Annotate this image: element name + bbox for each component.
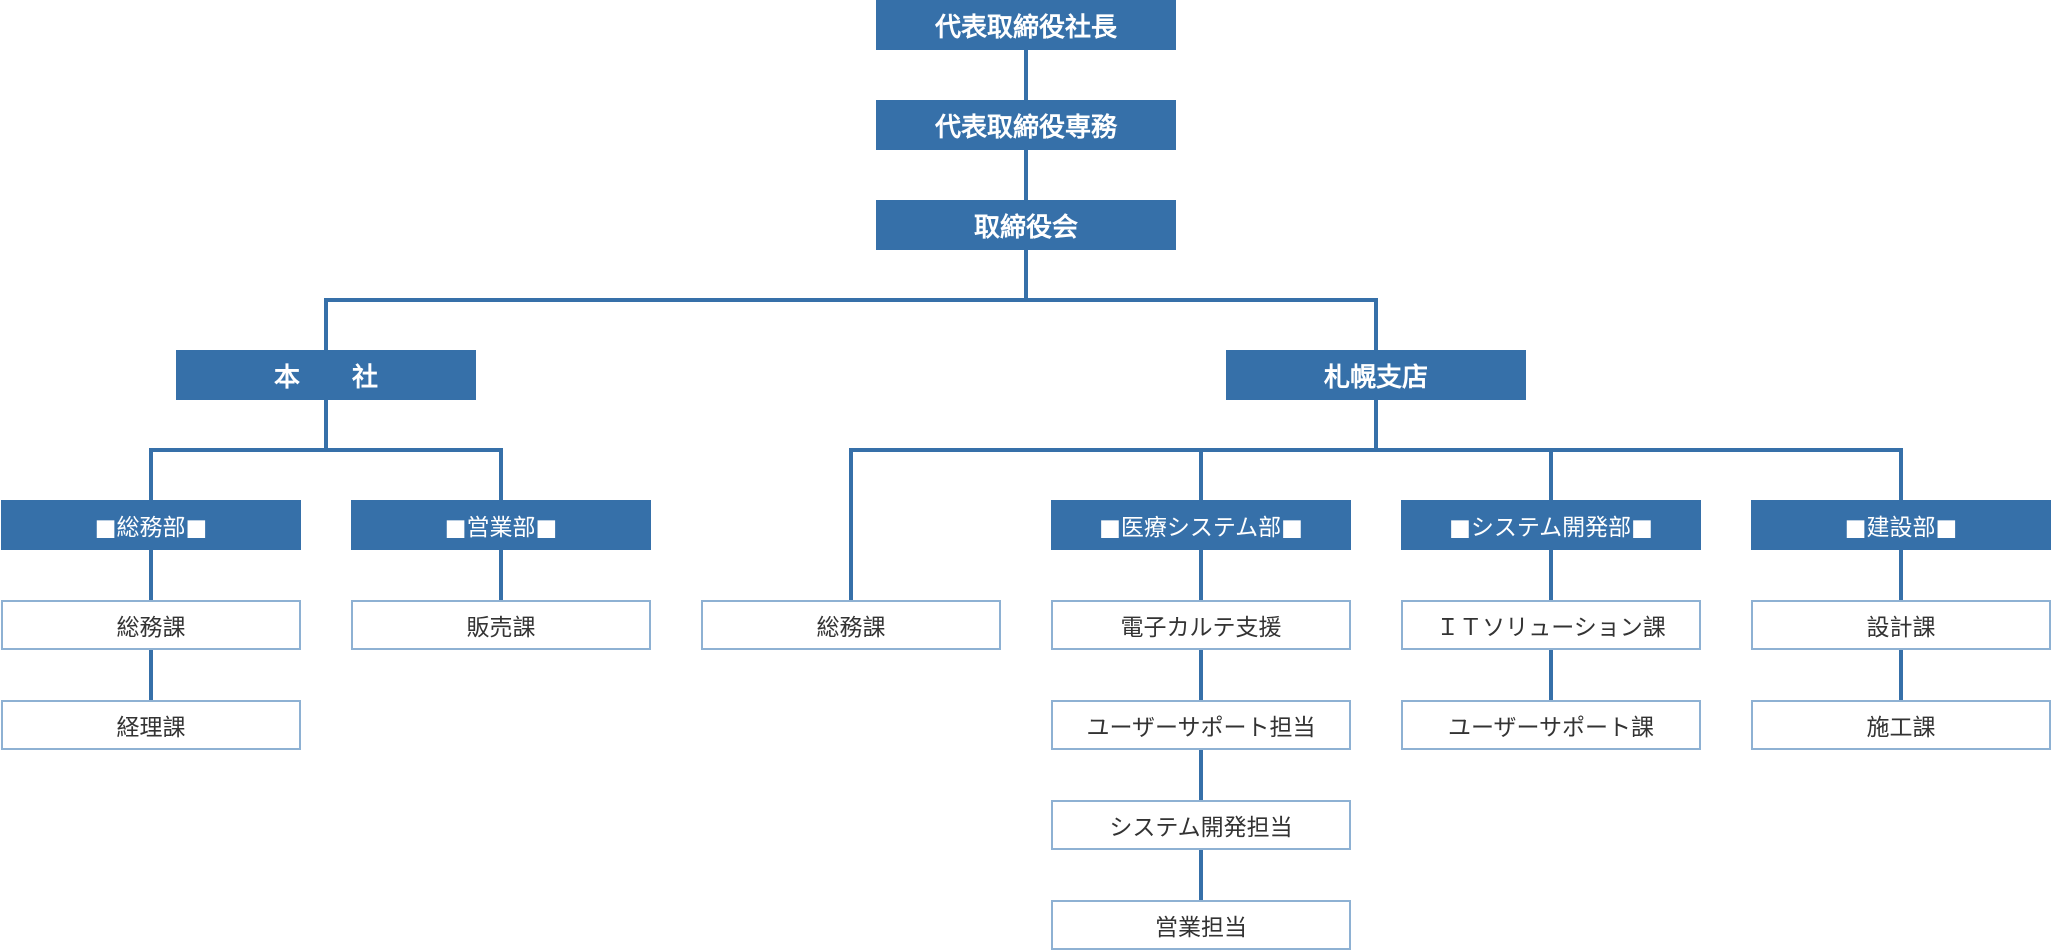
section-box: システム開発担当 <box>1051 800 1351 850</box>
connector-line <box>324 298 1378 350</box>
section-box: 施工課 <box>1751 700 2051 750</box>
hq-sales-dept-box: ■営業部■ <box>351 500 651 550</box>
section-label: 総務課 <box>116 615 186 641</box>
dept-label: ■システム開発部■ <box>1449 515 1653 541</box>
sapporo-branch-label: 札幌支店 <box>1323 362 1428 393</box>
dept-label: ■営業部■ <box>444 515 558 541</box>
board-box: 取締役会 <box>876 200 1176 250</box>
section-label: ユーザーサポート課 <box>1447 715 1655 741</box>
section-box: 営業担当 <box>1051 900 1351 950</box>
section-label: 施工課 <box>1866 715 1936 741</box>
section-box: ユーザーサポート課 <box>1401 700 1701 750</box>
section-label: システム開発担当 <box>1109 815 1293 841</box>
section-label: ユーザーサポート担当 <box>1086 715 1316 741</box>
dept-label: ■医療システム部■ <box>1099 515 1303 541</box>
connector-line <box>849 448 1903 600</box>
section-box: 電子カルテ支援 <box>1051 600 1351 650</box>
section-box: ＩＴソリューション課 <box>1401 600 1701 650</box>
president-label: 代表取締役社長 <box>934 12 1117 43</box>
headquarters-box: 本 社 <box>176 350 476 400</box>
dept-label: ■総務部■ <box>94 515 208 541</box>
section-label: 営業担当 <box>1155 915 1247 941</box>
headquarters-label: 本 社 <box>273 362 378 393</box>
construction-dept-box: ■建設部■ <box>1751 500 2051 550</box>
section-label: 総務課 <box>816 615 886 641</box>
section-label: ＩＴソリューション課 <box>1436 615 1666 641</box>
hq-general-affairs-dept-box: ■総務部■ <box>1 500 301 550</box>
section-label: 経理課 <box>116 715 186 741</box>
section-label: 設計課 <box>1866 615 1936 641</box>
section-box: ユーザーサポート担当 <box>1051 700 1351 750</box>
section-box: 販売課 <box>351 600 651 650</box>
sapporo-branch-box: 札幌支店 <box>1226 350 1526 400</box>
medical-system-dept-box: ■医療システム部■ <box>1051 500 1351 550</box>
section-box: 設計課 <box>1751 600 2051 650</box>
system-dev-dept-box: ■システム開発部■ <box>1401 500 1701 550</box>
section-box: 総務課 <box>701 600 1001 650</box>
section-box: 経理課 <box>1 700 301 750</box>
managing-director-box: 代表取締役専務 <box>876 100 1176 150</box>
managing-director-label: 代表取締役専務 <box>934 112 1117 143</box>
section-label: 電子カルテ支援 <box>1120 615 1282 641</box>
board-label: 取締役会 <box>973 212 1078 243</box>
president-box: 代表取締役社長 <box>876 0 1176 50</box>
dept-label: ■建設部■ <box>1844 515 1958 541</box>
section-box: 総務課 <box>1 600 301 650</box>
section-label: 販売課 <box>466 615 536 641</box>
connector-line <box>149 448 503 500</box>
